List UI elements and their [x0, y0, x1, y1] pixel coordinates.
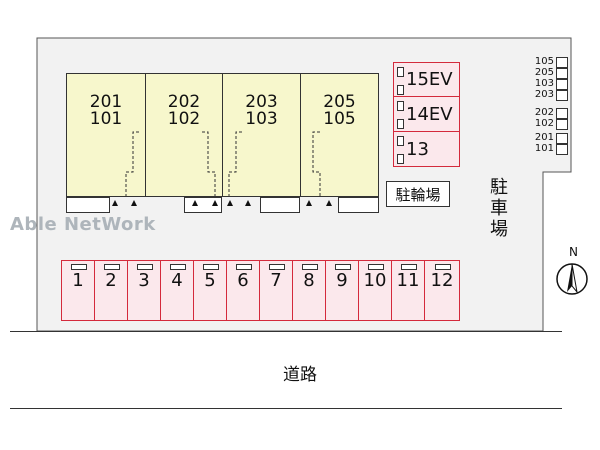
road-edge: [10, 331, 562, 332]
space-marker: [397, 136, 404, 146]
bike-parking: 駐輪場: [386, 181, 450, 207]
watermark: Able NetWork: [10, 214, 156, 235]
parking-space: 8: [292, 260, 326, 321]
space-label: 13: [406, 138, 429, 160]
parking-space: 4: [160, 260, 194, 321]
entrance-arrow-icon: [192, 200, 198, 206]
road-edge: [10, 408, 562, 409]
parking-space: 10: [358, 260, 392, 321]
unit-top-number: 205: [323, 92, 356, 112]
space-number: 2: [105, 270, 117, 291]
space-marker: [397, 119, 404, 129]
mailbox-slot: [556, 90, 568, 101]
mailbox-panel: 105 205 103 203 202 102 201 101: [523, 55, 570, 160]
parking-space: 2: [94, 260, 128, 321]
space-marker: [137, 264, 153, 270]
mailbox-label: 105: [534, 56, 554, 67]
unit-top-number: 202: [167, 92, 201, 112]
space-label: 15EV: [406, 69, 453, 90]
parking-space-ev: 15EV: [393, 62, 460, 97]
mailbox-label: 202: [534, 107, 554, 118]
entrance-arrow-icon: [326, 200, 332, 206]
unit-top-number: 201: [89, 92, 123, 112]
compass-n: N: [569, 245, 578, 259]
space-marker: [435, 264, 451, 270]
parking-space: 7: [259, 260, 293, 321]
parking-space: 11: [391, 260, 425, 321]
space-number: 4: [171, 270, 183, 291]
entrance-step: [338, 197, 379, 213]
space-marker: [397, 67, 404, 77]
mailbox-slot: [556, 68, 568, 79]
mailbox-label: 102: [534, 118, 554, 129]
space-marker: [397, 85, 404, 95]
mailbox-slot: [556, 133, 568, 144]
mailbox-label: 201: [534, 132, 554, 143]
entrance-arrow-icon: [306, 200, 312, 206]
mailbox-label: 101: [534, 143, 554, 154]
mailbox-slot: [556, 119, 568, 130]
parking-space: 1: [61, 260, 95, 321]
space-marker: [104, 264, 120, 270]
space-marker: [269, 264, 285, 270]
parking-space: 12: [424, 260, 460, 321]
parking-space: 13: [393, 131, 460, 167]
mailbox-slot: [556, 57, 568, 68]
entrance-arrow-icon: [212, 200, 218, 206]
space-number: 12: [430, 270, 454, 291]
entrance-step: [66, 197, 110, 213]
space-number: 9: [336, 270, 348, 291]
space-number: 10: [363, 270, 387, 291]
entrance-step: [260, 197, 300, 213]
mailbox-slot: [556, 144, 568, 155]
unit-bottom-number: 105: [323, 109, 356, 129]
space-number: 11: [396, 270, 420, 291]
unit-top-number: 203: [245, 92, 278, 112]
space-number: 3: [138, 270, 150, 291]
space-marker: [368, 264, 384, 270]
space-marker: [236, 264, 252, 270]
space-number: 6: [237, 270, 249, 291]
space-marker: [71, 264, 87, 270]
parking-space: 6: [226, 260, 260, 321]
unit-bottom-number: 103: [245, 109, 278, 129]
parking-space: 3: [127, 260, 161, 321]
space-number: 5: [204, 270, 216, 291]
parking-space: 5: [193, 260, 227, 321]
north-compass-icon: N: [556, 245, 588, 295]
parking-label: 駐車場: [490, 177, 508, 240]
parking-space: 9: [325, 260, 359, 321]
space-marker: [302, 264, 318, 270]
space-marker: [397, 154, 404, 164]
unit-bottom-number: 102: [167, 109, 201, 129]
space-number: 8: [303, 270, 315, 291]
mailbox-label: 205: [534, 67, 554, 78]
entrance-arrow-icon: [131, 200, 137, 206]
entrance-arrow-icon: [227, 200, 233, 206]
space-number: 1: [72, 270, 84, 291]
space-marker: [401, 264, 417, 270]
space-number: 7: [270, 270, 282, 291]
unit-bottom-number: 101: [89, 109, 123, 129]
road-label: 道路: [283, 365, 317, 385]
entrance-arrow-icon: [245, 200, 251, 206]
mailbox-label: 103: [534, 78, 554, 89]
mailbox-slot: [556, 108, 568, 119]
parking-space-ev: 14EV: [393, 96, 460, 132]
space-marker: [335, 264, 351, 270]
mailbox-label: 203: [534, 89, 554, 100]
space-label: 14EV: [406, 103, 453, 125]
space-marker: [203, 264, 219, 270]
entrance-arrow-icon: [112, 200, 118, 206]
space-marker: [397, 101, 404, 111]
space-marker: [170, 264, 186, 270]
mailbox-slot: [556, 79, 568, 90]
